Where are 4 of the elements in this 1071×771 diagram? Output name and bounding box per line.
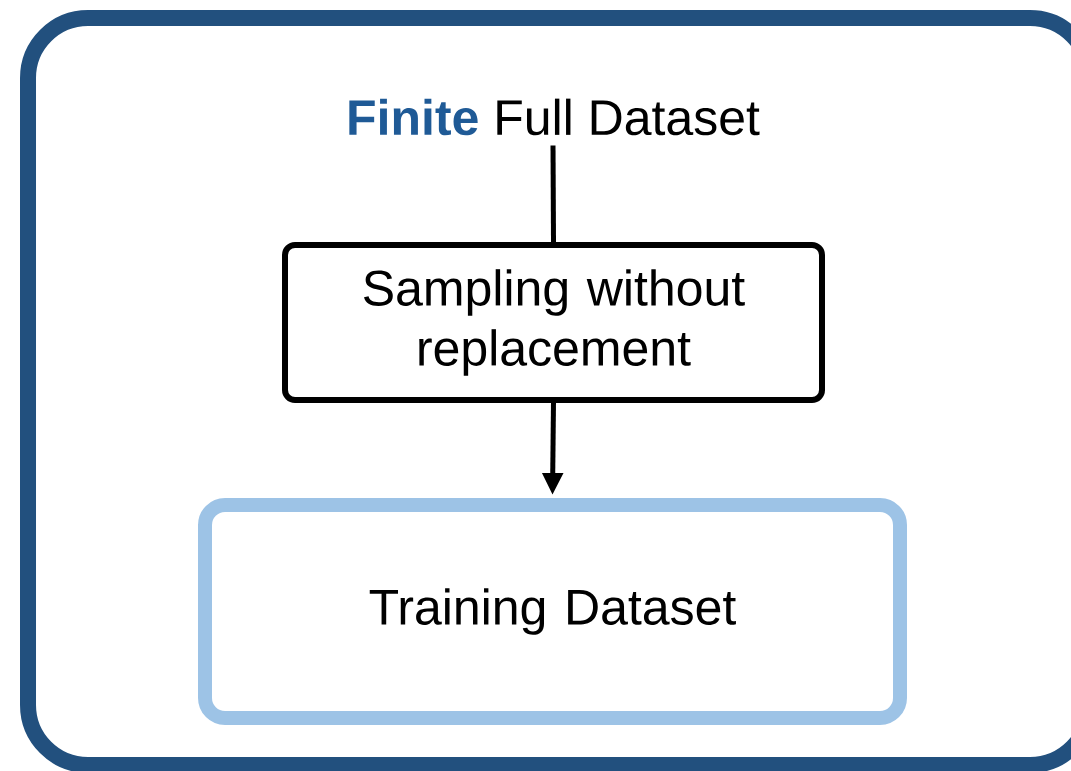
outer-frame <box>20 10 1071 771</box>
heading: Finite Full Dataset <box>349 98 760 136</box>
process-box: Sampling without replacement <box>282 242 825 403</box>
dataset-box: Training Dataset <box>198 498 907 725</box>
